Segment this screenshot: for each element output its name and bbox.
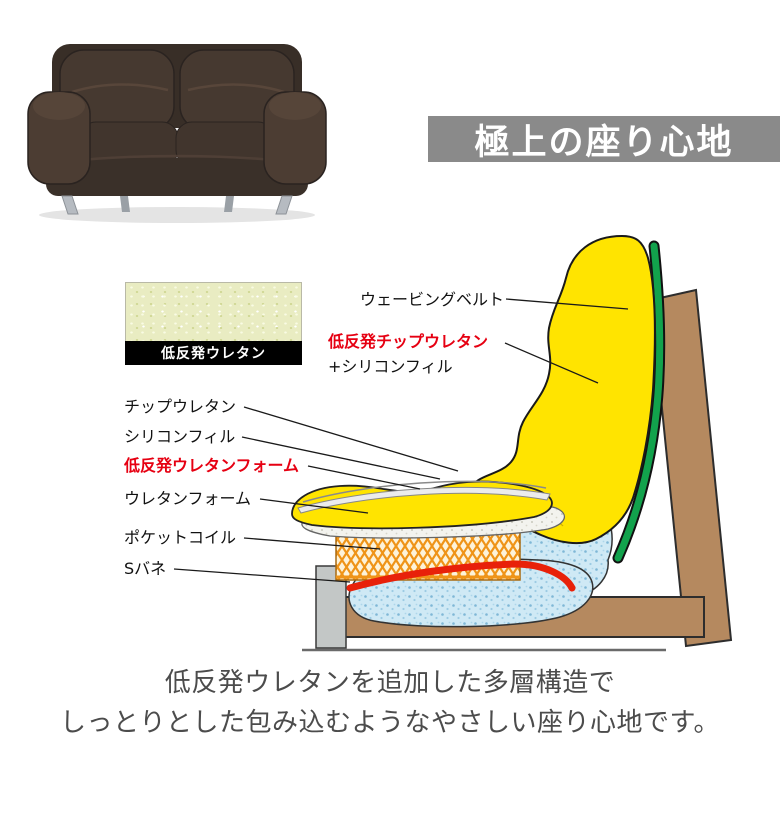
- callout-plus-silicon-fill: +シリコンフィル: [328, 357, 453, 376]
- callout-silicon-fill: シリコンフィル: [124, 427, 236, 446]
- callout-urethane-foam: ウレタンフォーム: [124, 489, 252, 508]
- s-spring-line: [346, 560, 576, 592]
- caption-line-1: 低反発ウレタンを追加した多層構造で: [164, 668, 616, 698]
- foam-swatch-label: 低反発ウレタン: [125, 341, 302, 365]
- foam-swatch: 低反発ウレタン: [125, 282, 302, 365]
- sofa-product-photo: [27, 44, 327, 223]
- sofa-illustration: [27, 44, 327, 223]
- callout-chip-urethane: チップウレタン: [124, 397, 237, 416]
- headline-banner: 極上の座り心地: [428, 116, 780, 163]
- chip-urethane-thin-layers: [297, 480, 551, 514]
- webbing-belt-stripe: [612, 240, 666, 564]
- callout-memory-chip-urethane: 低反発チップウレタン: [328, 332, 489, 351]
- callout-pocket-coil: ポケットコイル: [124, 528, 237, 547]
- headline-text: 極上の座り心地: [474, 122, 734, 163]
- leader-lines: [173, 298, 629, 583]
- foam-swatch-texture: [125, 282, 302, 341]
- callout-memory-foam: 低反発ウレタンフォーム: [124, 456, 300, 475]
- callout-webbing-belt: ウェービングベルト: [360, 290, 505, 309]
- description-caption: 低反発ウレタンを追加した多層構造で しっとりとした包み込むようなやさしい座り心地…: [0, 663, 780, 743]
- caption-line-2: しっとりとした包み込むようなやさしい座り心地です。: [60, 708, 720, 738]
- callout-s-spring: Sバネ: [124, 559, 167, 578]
